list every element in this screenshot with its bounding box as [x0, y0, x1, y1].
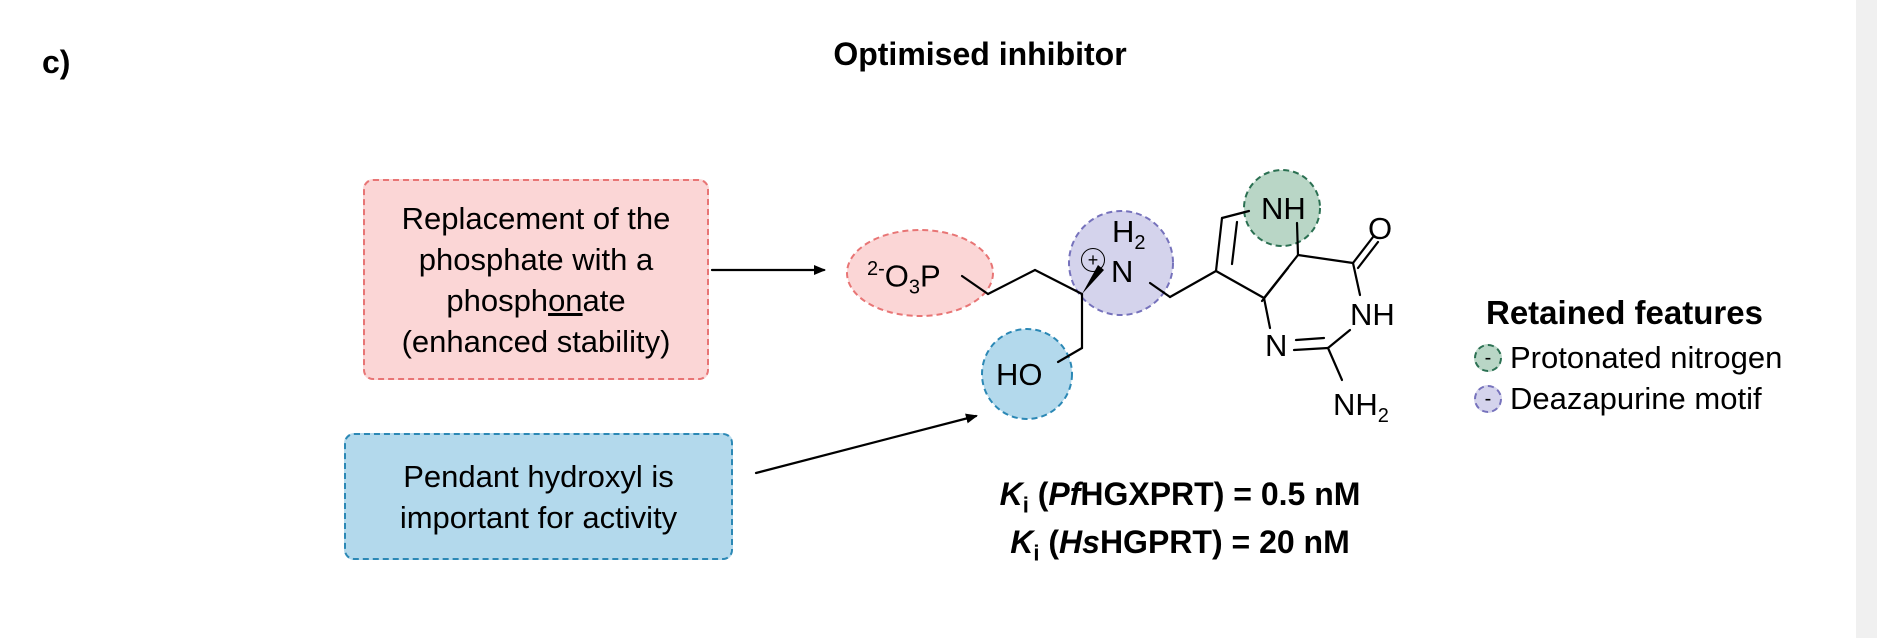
- bond: [1351, 261, 1362, 297]
- ammonium-nitrogen: N: [1111, 254, 1134, 289]
- figure-title: Optimised inhibitor: [833, 36, 1127, 72]
- wedge-bond: [1082, 265, 1104, 294]
- ki-target: HGXPRT) = 0.5 nM: [1080, 476, 1361, 512]
- bond: [1148, 281, 1172, 299]
- bond: [1214, 216, 1224, 273]
- ring-nh: NH: [1350, 297, 1395, 332]
- ki-open-paren: (: [1039, 524, 1060, 560]
- legend-label: Deazapurine motif: [1510, 381, 1762, 416]
- ki-subscript: i: [1033, 540, 1040, 566]
- amine-subscript: 2: [1377, 405, 1389, 428]
- phosphonate-group: 2-O3P: [867, 259, 941, 298]
- hydroxyl-callout-line-2: important for activity: [399, 499, 678, 535]
- legend-item-deazapurine-motif: - Deazapurine motif: [1474, 381, 1762, 417]
- ki-symbol: K: [1010, 524, 1034, 560]
- bond: [1260, 266, 1290, 303]
- ki-symbol: K: [999, 476, 1023, 512]
- ki-species: Pf: [1048, 476, 1081, 512]
- hydroxyl-group: HO: [996, 357, 1043, 392]
- bond: [1326, 328, 1352, 350]
- phosphonate-highlight: [846, 229, 994, 317]
- pyrrole-nh-highlight: [1243, 169, 1321, 247]
- ki-pf-value: Ki (PfHGXPRT) = 0.5 nM: [900, 476, 1460, 518]
- legend-swatch-green: -: [1474, 344, 1502, 372]
- phosphonate-word-end: ate: [582, 282, 626, 318]
- ki-species: Hs: [1059, 524, 1100, 560]
- bond: [1326, 346, 1344, 382]
- phosphonate-callout: Replacement of the phosphate with a phos…: [363, 179, 709, 380]
- bond: [1033, 268, 1084, 296]
- ammonium-h: H: [1112, 214, 1135, 249]
- plus-sign: +: [1087, 250, 1099, 270]
- phosphonate-subscript: 3: [908, 276, 921, 299]
- hydroxyl-arrow: [754, 413, 978, 475]
- bond: [1230, 220, 1239, 266]
- phosphorus-atom: P: [920, 258, 941, 294]
- panel-label: c): [42, 44, 71, 80]
- phosphonate-callout-line-1: Replacement of the: [401, 200, 671, 236]
- hydroxyl-highlight: [981, 328, 1073, 420]
- phosphonate-word-underlined: on: [548, 282, 583, 318]
- ki-open-paren: (: [1028, 476, 1049, 512]
- bond: [1351, 235, 1375, 265]
- bond: [1220, 209, 1251, 220]
- phosphonate-callout-line-3: phosphonate: [446, 280, 625, 321]
- hydroxyl-callout: Pendant hydroxyl is important for activi…: [344, 433, 733, 560]
- bond: [1292, 346, 1330, 352]
- bond: [1056, 346, 1084, 364]
- bond: [1168, 269, 1218, 299]
- ring-nitrogen: N: [1265, 328, 1288, 363]
- pyrrole-nh: NH: [1261, 191, 1306, 226]
- legend-title: Retained features: [1486, 294, 1763, 331]
- phosphonate-oxygen: O: [884, 258, 909, 294]
- legend-label: Protonated nitrogen: [1510, 340, 1783, 375]
- ammonium-highlight: [1068, 210, 1174, 316]
- ammonium-charge: +: [1081, 248, 1105, 272]
- ki-hs-value: Ki (HsHGPRT) = 20 nM: [900, 524, 1460, 566]
- bond: [1262, 296, 1272, 330]
- amine-group: NH2: [1333, 389, 1389, 426]
- ki-target: HGPRT) = 20 nM: [1099, 524, 1350, 560]
- phosphonate-callout-line-2: phosphate with a: [418, 241, 654, 277]
- ki-subscript: i: [1022, 492, 1029, 518]
- phosphonate-callout-line-4: (enhanced stability): [401, 323, 671, 359]
- legend-swatch-purple: -: [1474, 385, 1502, 413]
- bond: [1214, 269, 1266, 300]
- bond: [1294, 336, 1326, 342]
- legend-item-protonated-nitrogen: - Protonated nitrogen: [1474, 340, 1782, 376]
- bond: [1295, 221, 1300, 257]
- carbonyl-oxygen: O: [1368, 211, 1393, 246]
- hydroxyl-callout-line-1: Pendant hydroxyl is: [403, 458, 674, 494]
- scrollbar-strip: [1856, 0, 1877, 638]
- bond: [1356, 240, 1380, 270]
- amine-nh: NH: [1333, 387, 1378, 422]
- bond: [1296, 253, 1355, 265]
- phosphonate-word-start: phosph: [446, 282, 549, 318]
- phosphonate-charge: 2-: [867, 258, 885, 280]
- ammonium-hydrogen: H2: [1112, 216, 1146, 253]
- bond: [986, 268, 1037, 296]
- ammonium-h-subscript: 2: [1134, 232, 1146, 255]
- bond: [960, 274, 990, 296]
